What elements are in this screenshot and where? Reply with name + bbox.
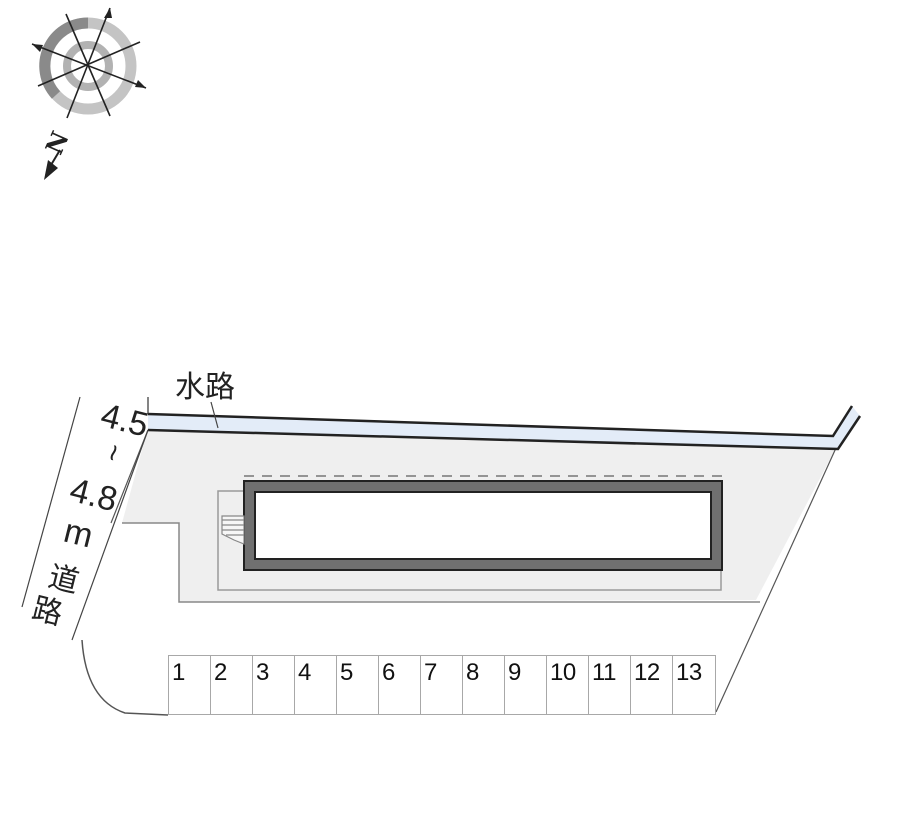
waterway-edge-bottom <box>147 415 862 451</box>
parking-slot-8[interactable]: 8 <box>462 655 504 715</box>
road-corner-curve <box>81 639 169 716</box>
parking-slot-13[interactable]: 13 <box>672 655 716 715</box>
compass-rose-icon <box>31 7 147 180</box>
stairs-icon <box>221 515 245 545</box>
waterway-label: 水路 <box>175 370 235 405</box>
road-unit: m <box>60 511 97 556</box>
parking-slot-3[interactable]: 3 <box>252 655 294 715</box>
parking-slot-9[interactable]: 9 <box>504 655 546 715</box>
waterway-leader-line <box>210 401 219 429</box>
building-interior <box>254 491 712 560</box>
parking-slot-11[interactable]: 11 <box>588 655 630 715</box>
parking-slot-7[interactable]: 7 <box>420 655 462 715</box>
road-edge-left <box>21 396 81 608</box>
road-width-tilde: ~ <box>95 440 132 466</box>
road-width-top: 4.5 <box>97 396 153 445</box>
north-label: N <box>39 127 74 159</box>
parking-slot-5[interactable]: 5 <box>336 655 378 715</box>
parking-slot-12[interactable]: 12 <box>630 655 672 715</box>
parking-slot-2[interactable]: 2 <box>210 655 252 715</box>
road-edge-right <box>71 429 149 641</box>
waterway-edge-top <box>147 405 854 438</box>
road-char-2: 路 <box>28 591 67 633</box>
lot-edge-bottom <box>122 522 760 603</box>
parking-slot-6[interactable]: 6 <box>378 655 420 715</box>
parking-slot-10[interactable]: 10 <box>546 655 588 715</box>
waterway <box>148 406 860 449</box>
parking-slot-4[interactable]: 4 <box>294 655 336 715</box>
parking-slot-1[interactable]: 1 <box>168 655 210 715</box>
lot-edge-right <box>715 447 837 713</box>
